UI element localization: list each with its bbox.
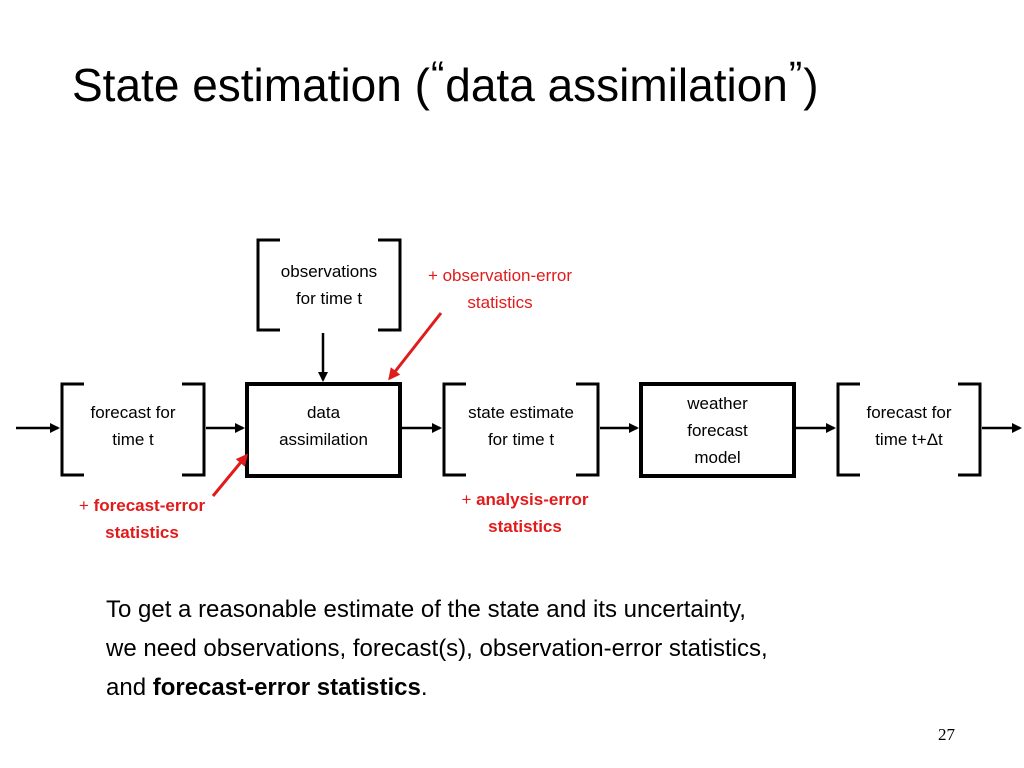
body-text: To get a reasonable estimate of the stat… xyxy=(106,590,986,707)
note-line: statistics xyxy=(488,517,562,536)
node-line: data xyxy=(306,403,341,422)
note-forecast-error: + forecast-error statistics xyxy=(42,492,242,546)
node-line: weather xyxy=(687,393,748,413)
note-plus: + xyxy=(427,266,443,285)
node-state-estimate: state estimate for time t xyxy=(446,396,596,456)
node-line: for time t xyxy=(487,430,555,449)
body-line-3-end: . xyxy=(420,674,428,701)
observations-bracket xyxy=(256,238,402,332)
body-line-2: we need observations, forecast(s), obser… xyxy=(106,635,768,662)
title-term: data assimilation xyxy=(445,59,788,111)
diagram xyxy=(16,238,1022,497)
node-line: assimilation xyxy=(279,430,368,449)
note-line: forecast-error xyxy=(93,496,206,515)
node-line: time t+Δt xyxy=(875,430,943,449)
body-line-3-start: and xyxy=(106,674,153,701)
body-line-1: To get a reasonable estimate of the stat… xyxy=(106,596,746,623)
arrow-forecast-error xyxy=(211,453,248,497)
node-forecast-t-dt: forecast for time t+Δt xyxy=(842,396,976,456)
node-forecast-t: forecast for time t xyxy=(66,396,200,456)
page-number: 27 xyxy=(938,725,955,744)
note-line: analysis-error xyxy=(476,490,589,509)
node-line: model xyxy=(694,447,741,467)
forecast-t-dt-bracket xyxy=(836,382,982,477)
note-analysis-error: + analysis-error statistics xyxy=(425,486,625,540)
note-observation-error: + observation-error statistics xyxy=(400,262,600,316)
node-line: observations xyxy=(280,262,378,281)
slide-title: State estimation (“data assimilation”) xyxy=(72,54,819,112)
node-line: forecast xyxy=(687,420,748,440)
data-assimilation-box xyxy=(245,382,402,478)
node-line: for time t xyxy=(295,289,363,308)
body-line-3-bold: forecast-error statistics xyxy=(152,674,421,701)
forecast-t-bracket xyxy=(60,382,206,477)
node-line: forecast for xyxy=(866,403,952,422)
note-line: statistics xyxy=(467,293,533,312)
node-data-assimilation: data assimilation xyxy=(249,396,398,456)
node-line: state estimate xyxy=(468,403,574,422)
node-line: forecast for xyxy=(90,403,176,422)
note-plus: + xyxy=(78,496,94,515)
node-observations: observations for time t xyxy=(262,252,396,318)
note-line: statistics xyxy=(105,523,179,542)
title-suffix: ) xyxy=(803,59,819,111)
body-line-3: and forecast-error statistics. xyxy=(106,668,986,707)
node-weather-model: weather forecast model xyxy=(643,388,792,472)
title-close-quote: ” xyxy=(788,54,803,98)
arrow-obs-error xyxy=(388,312,443,381)
weather-model-box xyxy=(639,382,796,478)
title-open-quote: “ xyxy=(430,54,445,98)
node-line: time t xyxy=(112,430,154,449)
state-estimate-bracket xyxy=(442,382,600,477)
note-plus: + xyxy=(461,490,477,509)
note-line: observation-error xyxy=(442,266,573,285)
title-prefix: State estimation ( xyxy=(72,59,430,111)
